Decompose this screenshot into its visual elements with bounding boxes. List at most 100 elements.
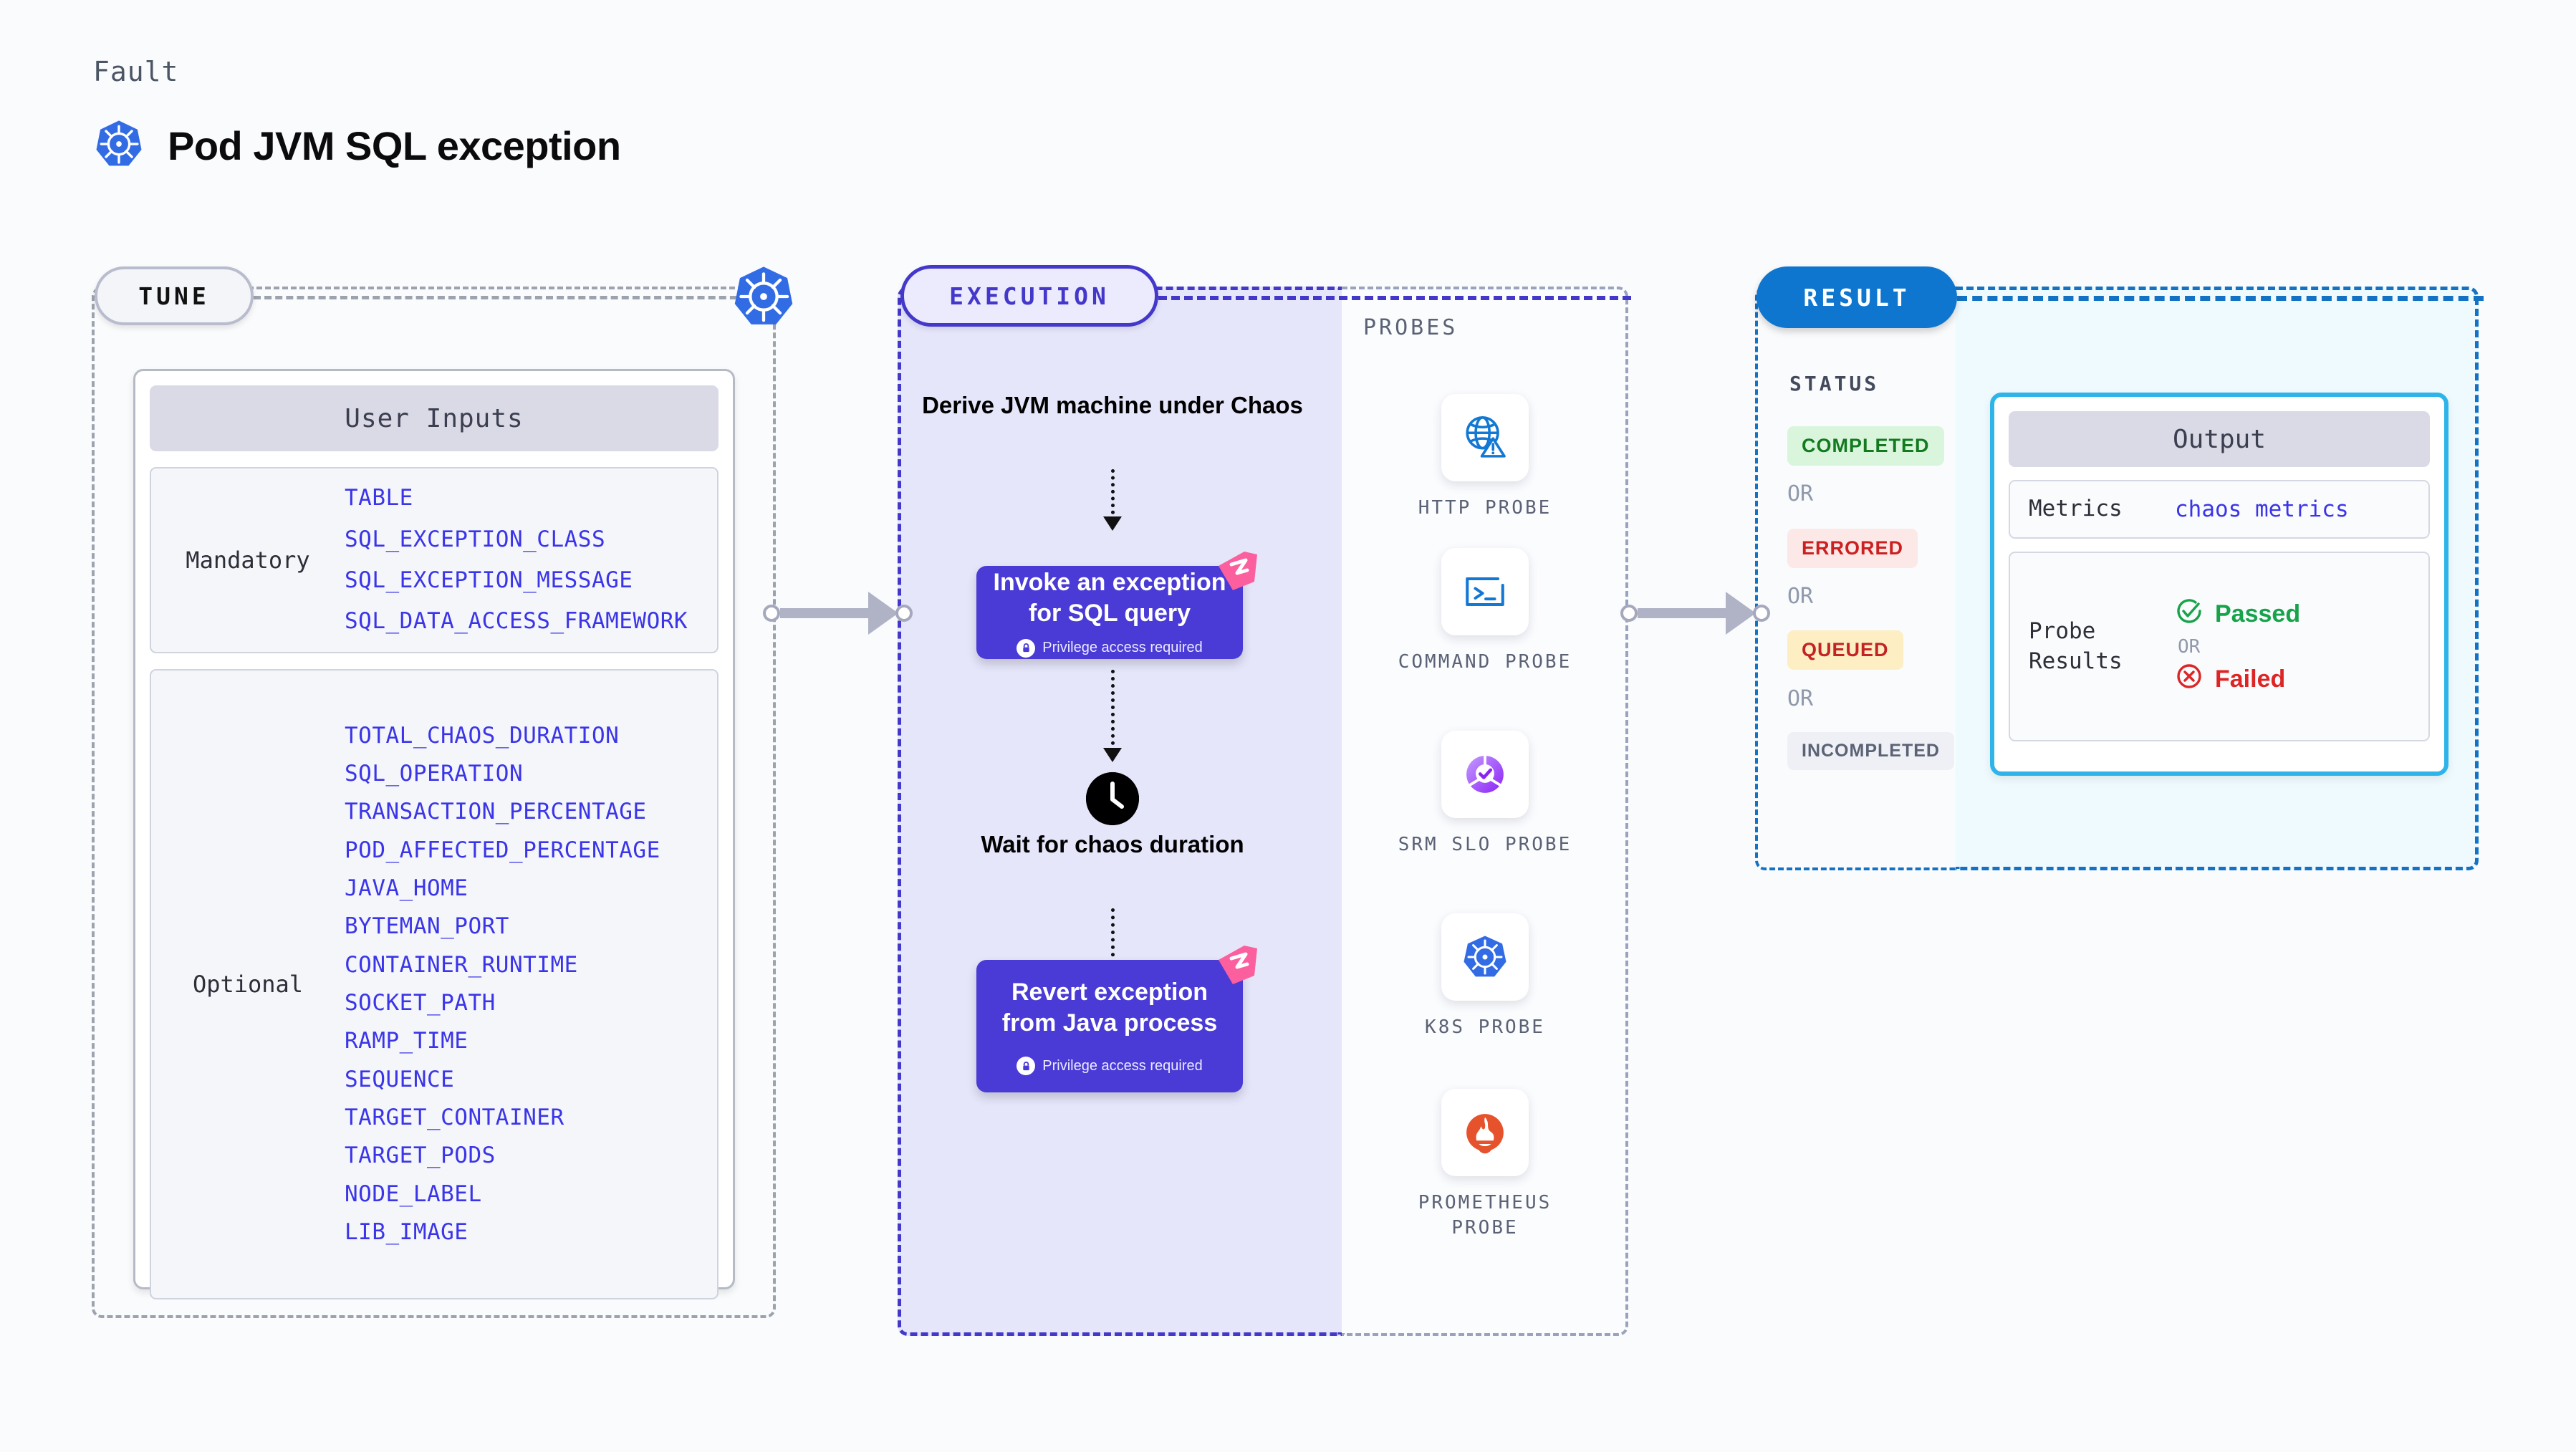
probe-failed-label: Failed (2215, 665, 2286, 693)
list-item[interactable]: TABLE (345, 485, 413, 511)
tune-to-execution-arrow (763, 592, 913, 635)
list-item[interactable]: TRANSACTION_PERCENTAGE (345, 799, 647, 825)
status-badge: COMPLETED (1787, 426, 1944, 466)
probe-or-label: OR (2178, 635, 2201, 658)
connector-dot (1620, 605, 1638, 622)
mandatory-items: TABLE SQL_EXCEPTION_CLASS SQL_EXCEPTION_… (345, 478, 717, 642)
probe-prometheus[interactable]: PROMETHEUS PROBE (1392, 1089, 1578, 1241)
probe-passed-label: Passed (2215, 600, 2301, 628)
result-pill[interactable]: RESULT (1756, 266, 1957, 328)
step-title: Revert exception from Java process (1001, 978, 1218, 1037)
output-title: Output (2009, 411, 2430, 467)
mandatory-group: Mandatory TABLE SQL_EXCEPTION_CLASS SQL_… (150, 467, 719, 653)
fault-eyebrow: Fault (93, 56, 179, 87)
or-label: OR (1787, 481, 1814, 506)
list-item[interactable]: TARGET_PODS (345, 1143, 496, 1169)
privilege-note-text: Privilege access required (1042, 640, 1203, 656)
connector-dot (763, 605, 780, 622)
tune-pill[interactable]: TUNE (95, 266, 254, 325)
probe-results-key: Probe Results (2029, 617, 2123, 674)
list-item[interactable]: SQL_OPERATION (345, 761, 524, 787)
privilege-note-text: Privilege access required (1042, 1057, 1203, 1074)
kubernetes-badge-icon (731, 264, 797, 330)
execution-step-wait-chaos: Wait for chaos duration (981, 831, 1244, 857)
list-item[interactable]: RAMP_TIME (345, 1028, 468, 1054)
list-item[interactable]: SQL_EXCEPTION_CLASS (345, 526, 606, 552)
probes-section-label: PROBES (1363, 315, 1458, 340)
status-badge: QUEUED (1787, 630, 1903, 670)
litmus-tab-icon (1216, 549, 1260, 593)
metrics-key: Metrics (2029, 496, 2123, 522)
status-badge: ERRORED (1787, 529, 1918, 568)
user-inputs-card: User Inputs Mandatory TABLE SQL_EXCEPTIO… (133, 369, 735, 1299)
status-badge: INCOMPLETED (1787, 732, 1954, 770)
list-item[interactable]: SQL_EXCEPTION_MESSAGE (345, 567, 633, 593)
probe-command[interactable]: COMMAND PROBE (1392, 548, 1578, 675)
probe-k8s[interactable]: K8S PROBE (1392, 913, 1578, 1040)
execution-step-derive-jvm: Derive JVM machine under Chaos (922, 392, 1303, 418)
tune-connector-line (254, 296, 748, 299)
privilege-note: Privilege access required (1017, 638, 1203, 658)
terminal-icon (1441, 548, 1529, 635)
probe-srm-slo[interactable]: SRM SLO PROBE (1392, 731, 1578, 857)
execution-step-invoke-exception[interactable]: Invoke an exception for SQL query Privil… (976, 552, 1257, 659)
list-item[interactable]: TARGET_CONTAINER (345, 1104, 564, 1130)
clock-icon (1086, 772, 1139, 825)
mandatory-label: Mandatory (186, 547, 310, 574)
list-item[interactable]: SOCKET_PATH (345, 990, 496, 1016)
lock-icon (1017, 638, 1036, 658)
list-item[interactable]: SQL_DATA_ACCESS_FRAMEWORK (345, 608, 688, 635)
metrics-value[interactable]: chaos metrics (2175, 496, 2349, 522)
connector-dot (895, 605, 913, 622)
connector-arrowhead (1726, 592, 1756, 635)
probe-label: SRM SLO PROBE (1398, 834, 1572, 855)
output-card: Output Metrics chaos metrics Probe Resul… (1990, 393, 2448, 776)
list-item[interactable]: CONTAINER_RUNTIME (345, 951, 578, 978)
user-inputs-title: User Inputs (150, 385, 719, 451)
flow-arrow-2 (1103, 670, 1122, 762)
probe-http[interactable]: HTTP PROBE (1392, 394, 1578, 521)
kubernetes-icon (1441, 913, 1529, 1001)
lock-icon (1017, 1057, 1036, 1076)
execution-step-revert-exception[interactable]: Revert exception from Java process Privi… (976, 946, 1257, 1092)
probe-label: HTTP PROBE (1418, 497, 1552, 519)
list-item[interactable]: BYTEMAN_PORT (345, 913, 509, 940)
probe-label: PROMETHEUS PROBE (1418, 1192, 1552, 1239)
execution-connector-line (1158, 296, 1631, 300)
prometheus-flame-icon (1441, 1089, 1529, 1176)
page-title: Pod JVM SQL exception (168, 123, 621, 168)
connector-arrowhead (868, 592, 898, 635)
globe-warning-icon (1441, 394, 1529, 481)
execution-pill[interactable]: EXECUTION (900, 265, 1158, 327)
or-label: OR (1787, 584, 1814, 609)
list-item[interactable]: SEQUENCE (345, 1066, 455, 1092)
kubernetes-icon (93, 118, 145, 173)
output-row-probe-results: Probe Results Passed OR (2009, 552, 2430, 741)
list-item[interactable]: JAVA_HOME (345, 875, 468, 902)
flow-arrow-1 (1103, 469, 1122, 531)
list-item[interactable]: POD_AFFECTED_PERCENTAGE (345, 837, 660, 863)
result-connector-line (1957, 296, 2484, 301)
probe-label: COMMAND PROBE (1398, 651, 1572, 673)
probe-passed-row: Passed (2175, 597, 2300, 632)
x-circle-icon (2175, 662, 2203, 697)
check-circle-icon (2175, 597, 2203, 632)
list-item[interactable]: TOTAL_CHAOS_DURATION (345, 722, 620, 749)
output-row-metrics: Metrics chaos metrics (2009, 480, 2430, 539)
litmus-tab-icon (1216, 943, 1260, 987)
list-item[interactable]: NODE_LABEL (345, 1181, 482, 1207)
connector-bar (1638, 608, 1727, 618)
tune-panel (92, 287, 776, 1318)
optional-items: TOTAL_CHAOS_DURATION SQL_OPERATION TRANS… (345, 717, 717, 1251)
privilege-note: Privilege access required (1017, 1057, 1203, 1076)
or-label: OR (1787, 686, 1814, 711)
connector-bar (780, 608, 870, 618)
execution-to-result-arrow (1620, 592, 1770, 635)
optional-group: Optional TOTAL_CHAOS_DURATION SQL_OPERAT… (150, 669, 719, 1299)
probe-label: K8S PROBE (1425, 1016, 1545, 1038)
page-title-row: Pod JVM SQL exception (93, 118, 621, 173)
list-item[interactable]: LIB_IMAGE (345, 1218, 468, 1245)
slo-donut-check-icon (1441, 731, 1529, 818)
status-label: STATUS (1789, 372, 1880, 395)
